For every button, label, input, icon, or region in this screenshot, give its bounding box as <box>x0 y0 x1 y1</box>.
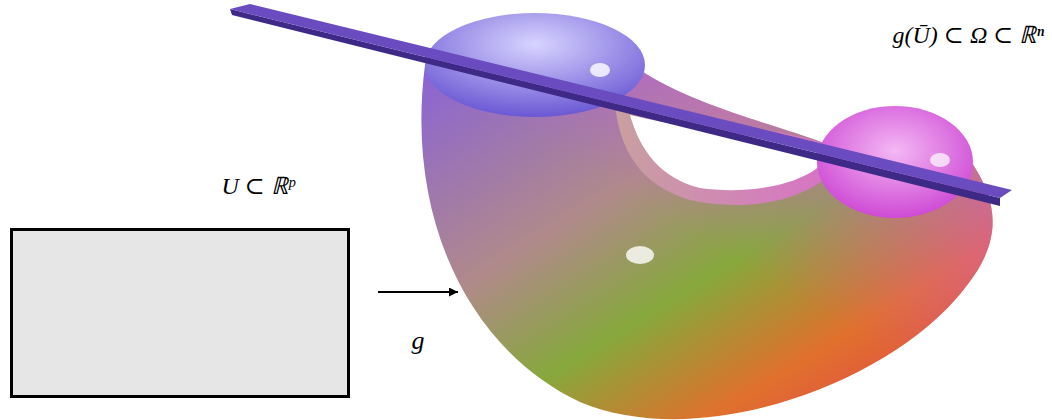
image-region: g(Ū) ⊂ Ω ⊂ ℝⁿ <box>462 0 1052 420</box>
plank-side <box>230 9 1000 206</box>
highlight <box>626 246 654 264</box>
highlight <box>930 153 950 167</box>
mapping-arrow <box>378 291 458 293</box>
highlight <box>590 63 610 77</box>
domain-rectangle: U ⊂ ℝᵖ <box>10 228 350 398</box>
map-name: g <box>412 328 425 354</box>
domain-label: U ⊂ ℝᵖ <box>221 173 294 199</box>
image-label: g(Ū) ⊂ Ω ⊂ ℝⁿ <box>893 22 1044 48</box>
